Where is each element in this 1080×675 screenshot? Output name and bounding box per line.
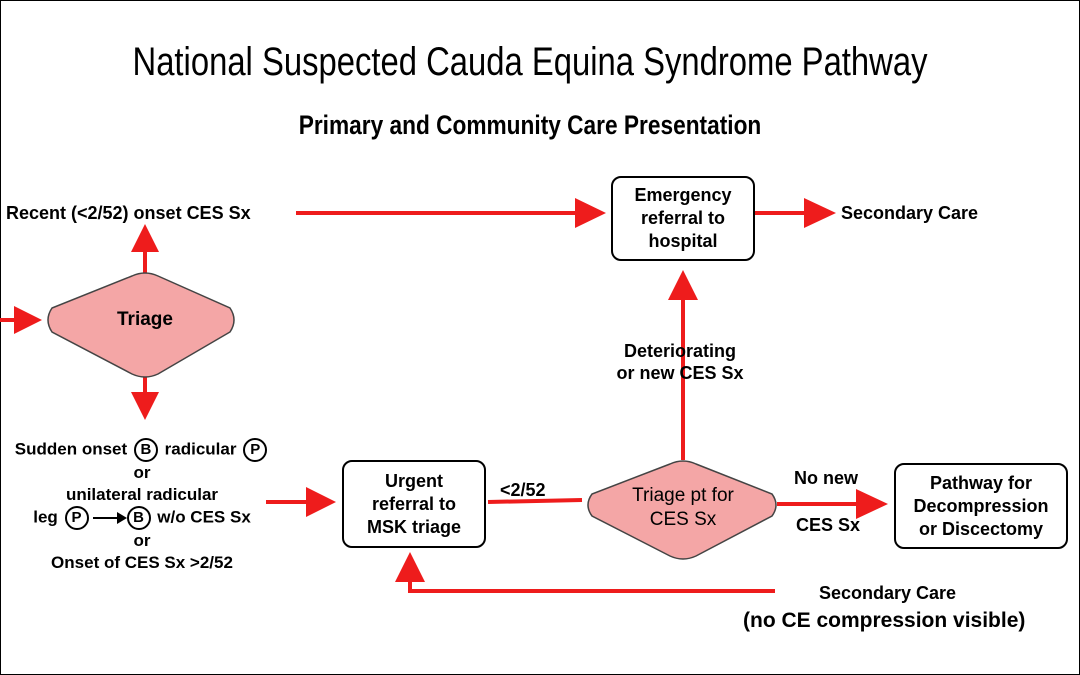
triage-label: Triage [117, 309, 173, 330]
arrow-triagept-urgent [487, 498, 583, 504]
diagram-title: National Suspected Cauda Equina Syndrome… [132, 40, 928, 84]
pathway-box: Pathway for Decompression or Discectomy [894, 463, 1068, 549]
arrowhead-triage-up [131, 224, 159, 252]
sudden-line-4: Onset of CES Sx >2/52 [51, 553, 233, 572]
deteriorating-label: Deteriorating or new CES Sx [590, 340, 770, 384]
pathway-line-2: Decompression [913, 495, 1049, 516]
b-circle-icon-2: B [126, 506, 151, 530]
urgent-line-2: referral to [371, 493, 457, 514]
arrowhead-triagept-emergency [668, 270, 698, 300]
sudden-text-b: radicular [164, 439, 237, 459]
sudden-line-2: unilateral radicular [65, 485, 219, 504]
sudden-onset-block: Sudden onset B radicular P or unilateral… [0, 438, 284, 574]
arrowhead-triage-down [131, 392, 159, 420]
urgent-line-3: MSK triage [366, 516, 462, 537]
sudden-line-1: Sudden onset B radicular P [0, 438, 284, 462]
triage-pt-line-1: Triage pt for [632, 485, 734, 506]
secondary-care-top-label: Secondary Care [841, 203, 979, 223]
sudden-wo-text: w/o CES Sx [157, 507, 251, 527]
lt-2-52-label: <2/52 [500, 480, 546, 500]
arrowhead-pathway [856, 489, 888, 519]
diagram-subtitle: Primary and Community Care Presentation [298, 110, 762, 140]
emergency-line-1: Emergency [634, 185, 732, 205]
arrow-secondary-urgent [408, 578, 775, 593]
pathway-line-3: or Discectomy [918, 518, 1044, 539]
right-arrow-icon [92, 512, 127, 524]
triage-pt-line-2: CES Sx [649, 509, 717, 530]
sudden-text-a: Sudden onset [14, 439, 128, 459]
triage-diamond [47, 272, 235, 378]
arrowhead-emergency-secondary [804, 198, 836, 228]
emergency-line-2: referral to [640, 208, 726, 228]
secondary-care-bottom-label: Secondary Care [819, 583, 957, 603]
deteriorating-line-1: Deteriorating [623, 341, 737, 361]
sudden-or-2: or [133, 531, 151, 550]
sudden-leg-text: leg [33, 507, 58, 527]
ces-sx-label: CES Sx [796, 515, 861, 535]
urgent-referral-box: Urgent referral to MSK triage [342, 460, 486, 548]
emergency-line-3: hospital [648, 231, 718, 251]
p-circle-icon: P [243, 438, 268, 462]
urgent-line-1: Urgent [385, 470, 443, 491]
arrowhead-sudden-urgent [306, 487, 336, 517]
sudden-line-3: leg P B w/o CES Sx [0, 506, 284, 530]
no-ce-compression-label: (no CE compression visible) [743, 609, 1026, 632]
p-circle-icon-2: P [64, 506, 89, 530]
triage-pt-label: Triage pt for CES Sx [613, 484, 753, 532]
no-new-label: No new [794, 468, 859, 488]
b-circle-icon: B [133, 438, 158, 462]
triage-pt-diamond [587, 460, 777, 560]
recent-onset-label: Recent (<2/52) onset CES Sx [6, 203, 251, 223]
arrowhead-secondary-urgent [395, 552, 425, 582]
emergency-referral-box: Emergency referral to hospital [611, 176, 755, 261]
arrowhead-recent-emergency [575, 198, 606, 228]
pathway-line-1: Pathway for [929, 472, 1033, 493]
deteriorating-line-2: or new CES Sx [616, 363, 744, 383]
arrowhead-entry [14, 306, 42, 334]
sudden-or-1: or [133, 463, 151, 482]
